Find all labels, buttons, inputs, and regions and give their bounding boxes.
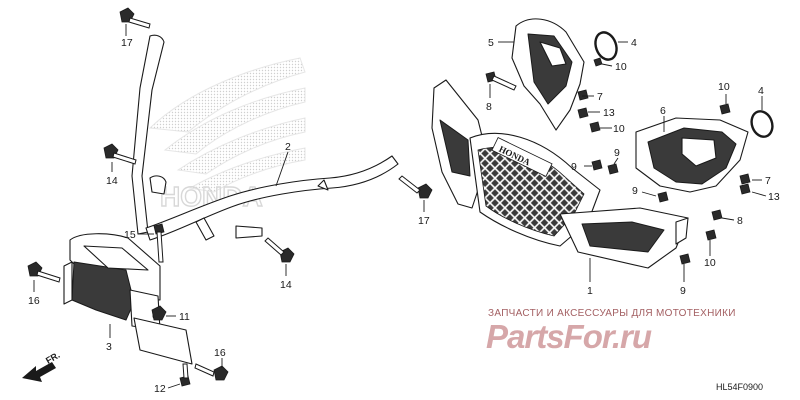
callout-9-b: 9 — [614, 147, 620, 159]
front-direction-label: FR. — [44, 350, 62, 366]
callout-5: 5 — [488, 37, 494, 49]
front-arrow-icon — [22, 362, 56, 382]
callout-16-bottom: 16 — [214, 347, 226, 359]
callout-11: 11 — [179, 311, 190, 323]
honda-wing-watermark: HONDA — [148, 57, 306, 213]
upper-duct-part-5 — [511, 18, 585, 131]
callout-8-left: 8 — [486, 101, 492, 113]
callout-9-a: 9 — [571, 161, 577, 173]
callout-14-right: 14 — [280, 279, 292, 291]
watermark-logo: PartsFor.ru — [486, 318, 652, 355]
callout-7-left: 7 — [597, 91, 603, 103]
callout-17-right: 17 — [418, 215, 430, 227]
leader-lines — [33, 24, 767, 389]
side-duct-part-6 — [635, 117, 749, 193]
callout-16-left: 16 — [28, 295, 40, 307]
front-direction-indicator: FR. — [22, 350, 62, 382]
watermark-tagline: ЗАПЧАСТИ И АКСЕССУАРЫ ДЛЯ МОТОТЕХНИКИ — [488, 308, 736, 319]
callout-10-b: 10 — [613, 123, 625, 135]
callout-3: 3 — [106, 341, 112, 353]
callout-17-top: 17 — [121, 37, 133, 49]
callout-4-top: 4 — [631, 37, 637, 49]
callout-6: 6 — [660, 105, 666, 117]
callout-8-right: 8 — [737, 215, 743, 227]
callout-10-c: 10 — [718, 81, 730, 93]
callout-labels: 17 2 14 15 16 11 3 16 12 14 17 5 4 10 8 … — [28, 37, 780, 395]
right-group-hardware — [485, 57, 751, 265]
callout-15: 15 — [124, 229, 136, 241]
diagram-reference-code: HL54F0900 — [716, 382, 763, 392]
callout-1: 1 — [587, 285, 593, 297]
pipe-guard-assembly — [131, 34, 399, 241]
left-group-hardware — [27, 7, 433, 387]
callout-13-left: 13 — [603, 107, 615, 119]
rubber-rings-part-4 — [594, 31, 774, 138]
callout-2: 2 — [285, 141, 291, 153]
callout-13-right: 13 — [768, 191, 780, 203]
callout-4-right: 4 — [758, 85, 764, 97]
callout-14-left: 14 — [106, 175, 118, 187]
front-lower-guard — [63, 233, 193, 365]
callout-10-a: 10 — [615, 61, 627, 73]
callout-10-d: 10 — [704, 257, 716, 269]
callout-12: 12 — [154, 383, 166, 395]
front-grille-assembly: HONDA — [431, 79, 689, 269]
callout-9-c: 9 — [632, 185, 638, 197]
callout-9-d: 9 — [680, 285, 686, 297]
callout-7-right: 7 — [765, 175, 771, 187]
